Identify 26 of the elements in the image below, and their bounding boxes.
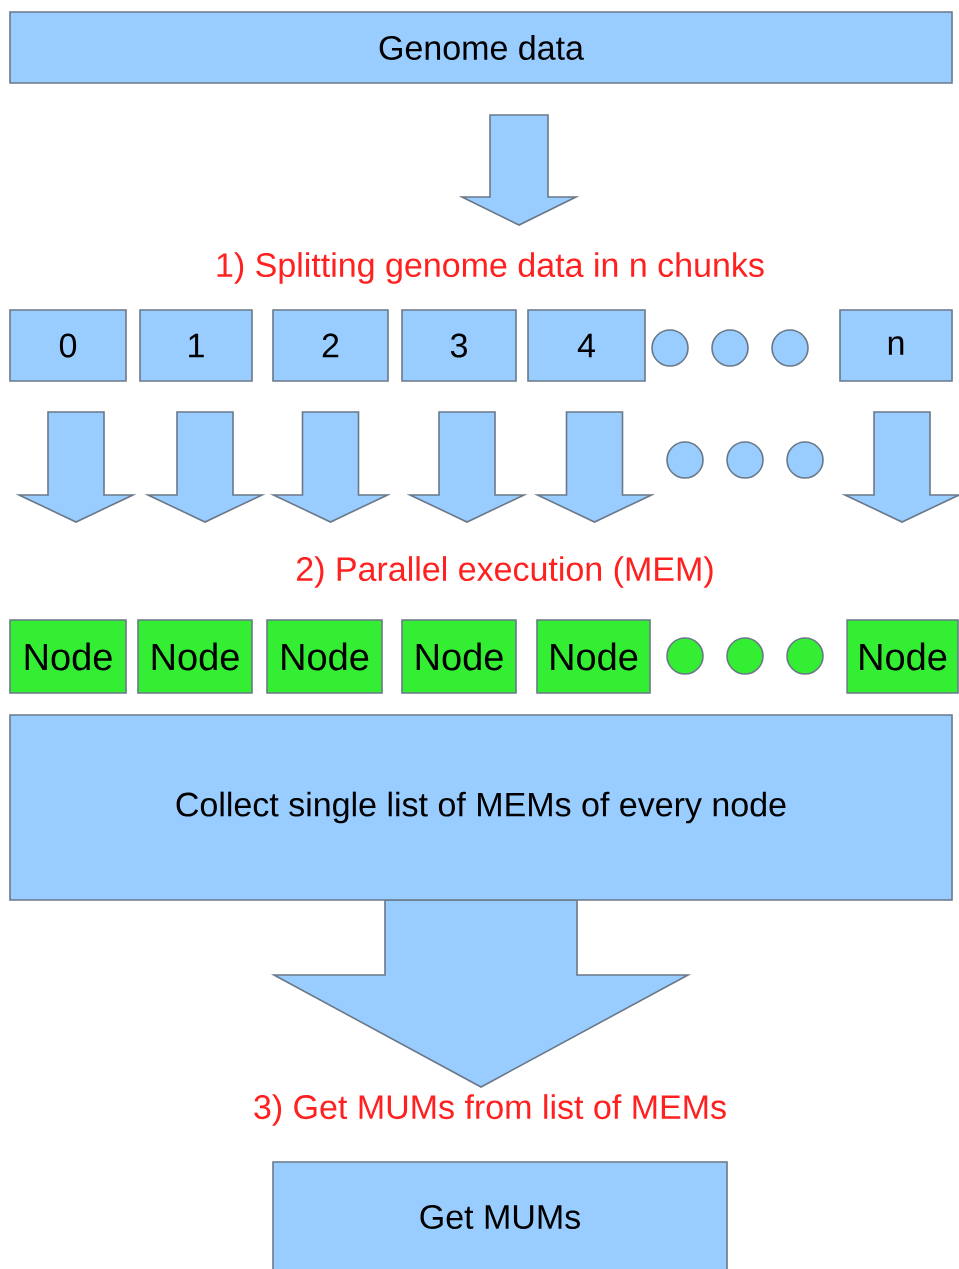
chunk-box: n bbox=[839, 309, 953, 382]
block-arrow bbox=[406, 411, 528, 523]
compute-node-box: Node bbox=[536, 619, 651, 694]
step-caption: 1) Splitting genome data in n chunks bbox=[217, 252, 764, 284]
compute-node-box: Node bbox=[266, 619, 383, 694]
process-box: Genome data bbox=[9, 11, 953, 84]
compute-node-box: Node bbox=[846, 619, 959, 694]
block-arrow bbox=[533, 411, 656, 523]
chunk-box: 2 bbox=[272, 309, 389, 382]
step-caption: 2) Parallel execution (MEM) bbox=[297, 556, 713, 588]
compute-node-box: Node bbox=[9, 619, 127, 694]
block-arrow bbox=[15, 411, 137, 523]
chunk-box: 3 bbox=[401, 309, 517, 382]
process-box: Collect single list of MEMs of every node bbox=[9, 714, 953, 901]
block-arrow bbox=[144, 411, 266, 523]
compute-node-box: Node bbox=[137, 619, 253, 694]
chunk-box: 1 bbox=[139, 309, 253, 382]
compute-node-box: Node bbox=[401, 619, 517, 694]
step-caption: 3) Get MUMs from list of MEMs bbox=[254, 1094, 726, 1126]
block-arrow bbox=[270, 899, 692, 1088]
chunk-box: 0 bbox=[9, 309, 127, 382]
process-box: Get MUMs bbox=[272, 1161, 728, 1269]
chunk-box: 4 bbox=[527, 309, 646, 382]
block-arrow bbox=[841, 411, 959, 523]
block-arrow bbox=[458, 114, 580, 226]
block-arrow bbox=[269, 411, 392, 523]
